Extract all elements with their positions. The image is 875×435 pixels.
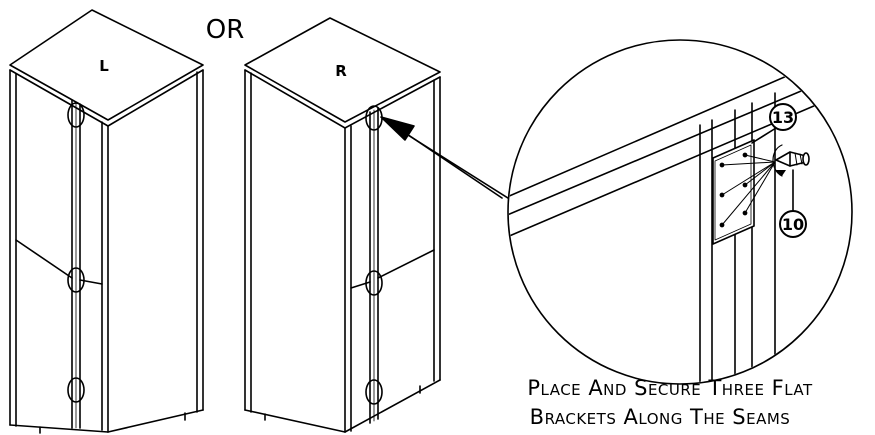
cabinet-right <box>244 17 441 433</box>
or-label: OR <box>206 15 245 45</box>
callout-13: 13 <box>772 108 794 127</box>
cabinet-right-top <box>244 17 441 123</box>
caption-line-1: Place And Secure Three Flat <box>527 376 813 400</box>
label-l: L <box>99 57 109 75</box>
callout-10: 10 <box>782 215 804 234</box>
bracket-marker <box>365 270 383 296</box>
detail-leader <box>380 116 528 211</box>
cabinet-left-top <box>9 9 204 121</box>
leader-arrowhead <box>380 116 415 141</box>
label-r: R <box>335 62 347 80</box>
detail-view <box>507 39 853 385</box>
cabinet-left <box>9 9 204 434</box>
caption-line-2: Brackets Along The Seams <box>530 405 791 429</box>
callout-13-circle <box>769 103 797 131</box>
rotation-arrow-icon <box>772 144 783 177</box>
bracket-marker <box>67 377 85 403</box>
bracket-marker <box>67 267 85 293</box>
screw-icon <box>775 151 810 167</box>
bracket-marker <box>67 102 85 128</box>
bracket-marker <box>365 379 383 405</box>
